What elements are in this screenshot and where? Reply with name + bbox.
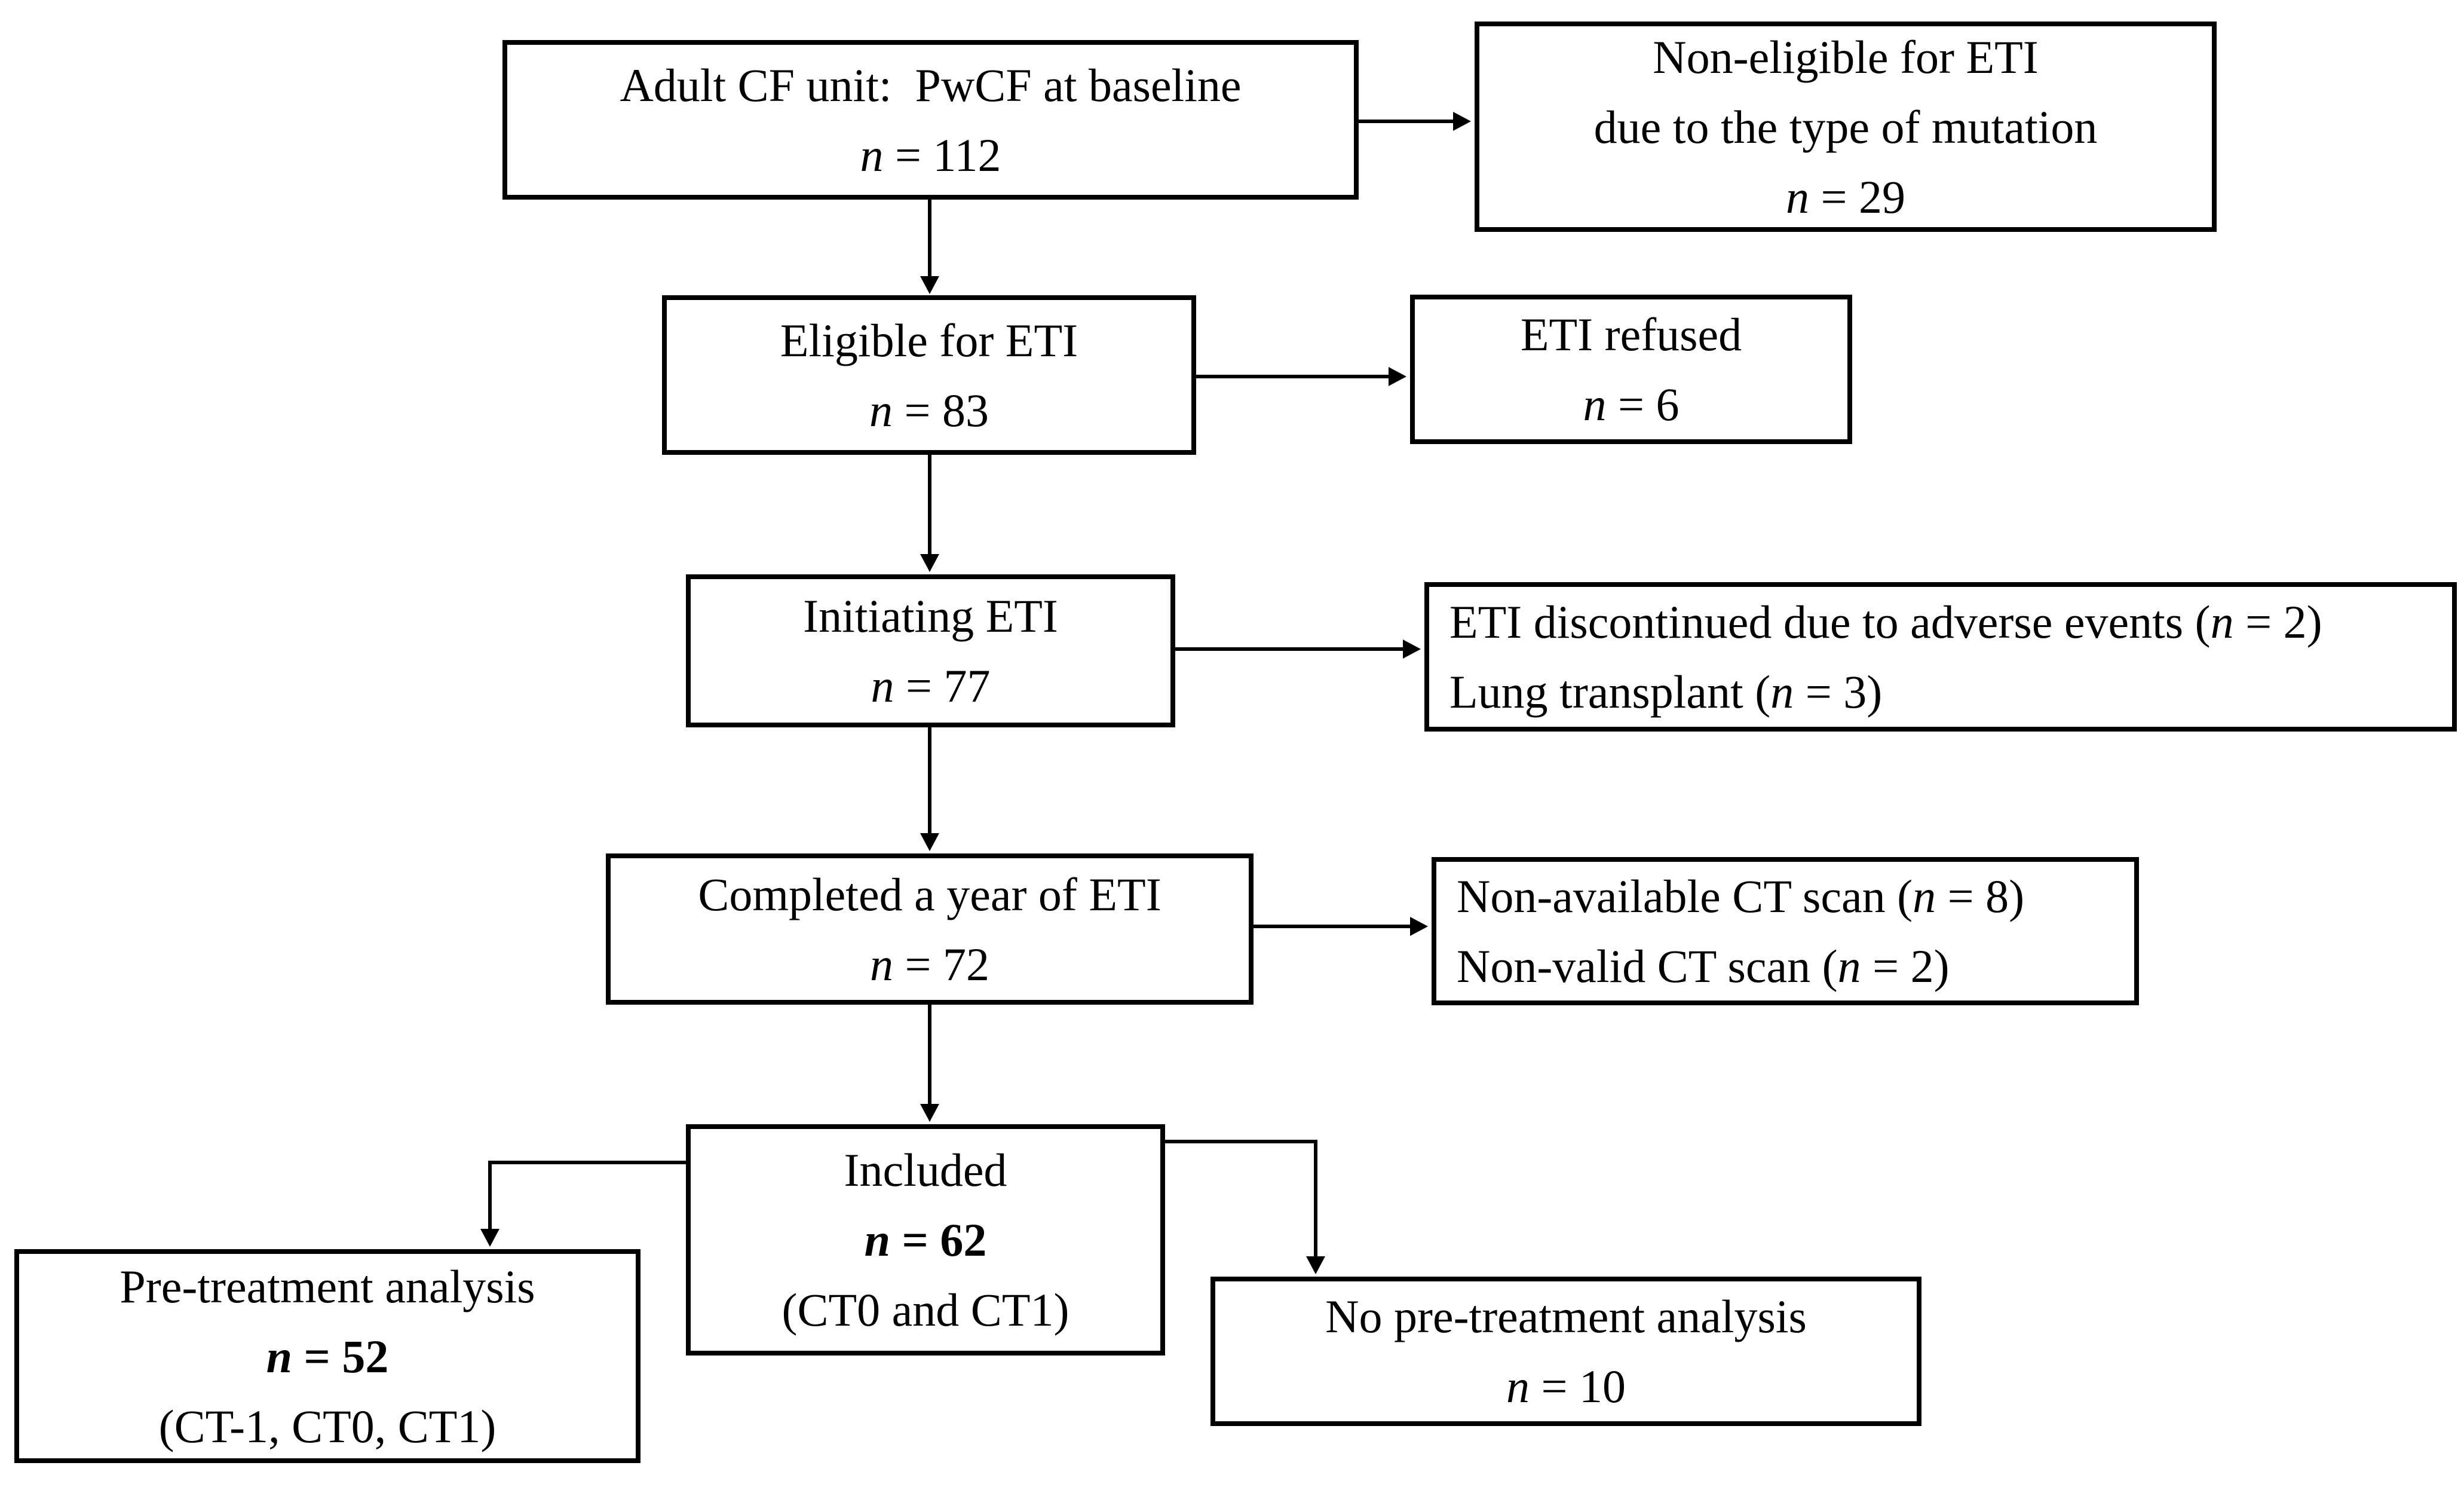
box-no-pretreatment-count: n = 10 — [1506, 1351, 1626, 1421]
arrowhead-to-ctissues — [1410, 917, 1428, 936]
box-non-eligible: Non-eligible for ETI due to the type of … — [1475, 22, 2217, 232]
n-value: = 8) — [1936, 870, 2025, 922]
box-ct-issues-line2: Non-valid CT scan (n = 2) — [1457, 931, 1950, 1001]
box-discontinued-line1: ETI discontinued due to adverse events (… — [1449, 587, 2322, 657]
n-value: = 83 — [893, 384, 989, 436]
n-value: = 62 — [890, 1214, 987, 1266]
arrowhead-to-pretreatment — [480, 1229, 499, 1247]
n-value: = 2) — [2233, 596, 2322, 648]
n-symbol: n — [869, 384, 893, 436]
box-non-eligible-count: n = 29 — [1786, 162, 1905, 232]
box-refused-count: n = 6 — [1583, 369, 1680, 439]
box-refused: ETI refused n = 6 — [1410, 295, 1852, 444]
n-value: = 10 — [1530, 1360, 1626, 1412]
branch-included-right-line — [1165, 1140, 1317, 1256]
box-non-eligible-line1: Non-eligible for ETI — [1653, 30, 2039, 83]
box-completed-count: n = 72 — [870, 929, 989, 999]
n-value: = 112 — [883, 128, 1001, 181]
box-baseline: Adult CF unit: PwCF at baseline n = 112 — [502, 40, 1359, 200]
box-included-subtitle: (CT0 and CT1) — [782, 1284, 1069, 1336]
n-symbol: n — [860, 128, 884, 181]
box-no-pretreatment-title: No pre-treatment analysis — [1325, 1290, 1807, 1342]
n-value: = 29 — [1809, 170, 1906, 223]
arrowhead-to-initiating — [920, 554, 939, 572]
box-initiating-title: Initiating ETI — [803, 590, 1058, 642]
box-eligible: Eligible for ETI n = 83 — [662, 295, 1196, 455]
arrowhead-to-nopretreatment — [1306, 1256, 1325, 1274]
n-value: = 2) — [1861, 940, 1950, 992]
box-pretreatment: Pre-treatment analysis n = 52 (CT-1, CT0… — [14, 1249, 640, 1463]
box-pretreatment-subtitle: (CT-1, CT0, CT1) — [158, 1400, 497, 1452]
text: Lung transplant ( — [1449, 666, 1771, 718]
box-ct-issues: Non-available CT scan (n = 8) Non-valid … — [1432, 857, 2139, 1005]
arrowhead-to-included — [920, 1104, 939, 1122]
box-baseline-count: n = 112 — [860, 120, 1001, 190]
n-value: = 77 — [894, 660, 991, 712]
box-non-eligible-line2: due to the type of mutation — [1593, 100, 2098, 153]
text: ETI discontinued due to adverse events ( — [1449, 596, 2211, 648]
n-symbol: n — [1506, 1360, 1530, 1412]
n-symbol: n — [1770, 666, 1794, 718]
box-eligible-title: Eligible for ETI — [780, 314, 1078, 366]
n-value: = 3) — [1794, 666, 1883, 718]
text: Non-valid CT scan ( — [1457, 940, 1838, 992]
arrowhead-to-discontinued — [1403, 640, 1421, 659]
arrowhead-to-completed — [920, 833, 939, 851]
n-value: = 72 — [893, 938, 990, 990]
text: Non-available CT scan ( — [1457, 870, 1913, 922]
box-pretreatment-title: Pre-treatment analysis — [119, 1260, 535, 1312]
box-included: Included n = 62 (CT0 and CT1) — [686, 1124, 1165, 1356]
box-initiating: Initiating ETI n = 77 — [686, 574, 1175, 727]
box-completed: Completed a year of ETI n = 72 — [606, 853, 1254, 1005]
box-no-pretreatment: No pre-treatment analysis n = 10 — [1210, 1277, 1921, 1426]
arrowhead-to-refused — [1389, 367, 1406, 386]
box-refused-title: ETI refused — [1520, 308, 1742, 360]
n-value: = 6 — [1606, 378, 1680, 430]
box-pretreatment-count: n = 52 — [266, 1321, 389, 1391]
box-completed-title: Completed a year of ETI — [698, 868, 1161, 920]
box-included-count: n = 62 — [865, 1205, 987, 1275]
n-symbol: n — [1837, 940, 1861, 992]
box-initiating-count: n = 77 — [871, 651, 991, 721]
box-discontinued-line2: Lung transplant (n = 3) — [1449, 657, 1882, 727]
box-eligible-count: n = 83 — [869, 375, 989, 445]
n-symbol: n — [1786, 170, 1809, 223]
n-value: = 52 — [292, 1330, 389, 1382]
branch-included-left-line — [488, 1161, 686, 1229]
box-ct-issues-line1: Non-available CT scan (n = 8) — [1457, 861, 2024, 931]
arrowhead-to-noneligible — [1453, 112, 1471, 131]
box-discontinued: ETI discontinued due to adverse events (… — [1424, 582, 2457, 732]
arrowhead-to-eligible — [920, 276, 939, 294]
n-symbol: n — [266, 1330, 292, 1382]
n-symbol: n — [870, 938, 893, 990]
n-symbol: n — [1913, 870, 1936, 922]
n-symbol: n — [2210, 596, 2234, 648]
n-symbol: n — [1583, 378, 1607, 430]
n-symbol: n — [871, 660, 894, 712]
box-included-title: Included — [844, 1144, 1007, 1196]
n-symbol: n — [864, 1214, 890, 1266]
box-baseline-title: Adult CF unit: PwCF at baseline — [620, 59, 1242, 111]
